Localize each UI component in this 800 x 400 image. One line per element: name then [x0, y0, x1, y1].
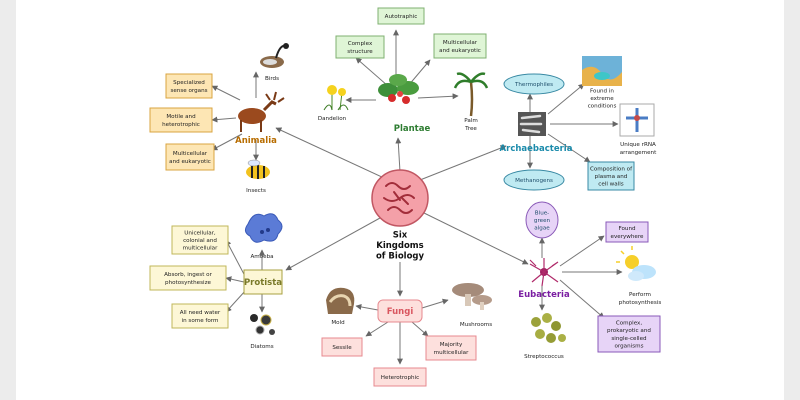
fungi-heterotrophic-box	[373, 367, 427, 387]
eubacteria-complex-box	[597, 315, 661, 353]
eubacteria-icon	[529, 258, 559, 287]
fungi-heterotrophic-label: Heterotrophic	[381, 375, 419, 381]
moose-icon	[238, 91, 285, 132]
mushroom-icon	[452, 283, 492, 310]
plantae-title: Plantae	[394, 124, 431, 134]
archaea-thermophiles-oval	[503, 73, 565, 95]
strawberry-plant-icon	[378, 74, 419, 104]
eubacteria-found-everywhere-box	[605, 221, 649, 243]
protista-title-box	[243, 269, 283, 295]
animalia-insects-label: Insects	[246, 188, 266, 194]
fungi-title: Fungi	[387, 307, 414, 317]
fungi-sessile-label: Sessile	[332, 345, 352, 351]
amoeba-icon	[244, 213, 283, 243]
plantae-autotrophic-box	[377, 7, 425, 25]
animalia-title: Animalia	[235, 136, 277, 146]
fungi-mold-label: Mold	[331, 320, 345, 326]
protista-amoeba-label: Amoeba	[250, 254, 273, 260]
archaea-micrograph-icon	[518, 112, 546, 136]
plantae-dandelion-label: Dandelion	[318, 116, 347, 122]
eubacteria-title: Eubacteria	[518, 290, 570, 300]
bee-icon	[246, 159, 270, 179]
protista-diatoms-label: Diatoms	[250, 344, 273, 350]
fungi-title-box	[377, 299, 423, 323]
animalia-birds-label: Birds	[265, 76, 279, 82]
archaea-thermophiles-label: Thermophiles	[514, 82, 553, 88]
archaea-methanogens-label: Methanogens	[515, 178, 553, 184]
archaea-composition-box	[587, 161, 635, 191]
fungi-majority-multicellular-box	[425, 335, 477, 361]
animalia-motile-box	[149, 107, 213, 133]
eubacteria-blue-green-algae-oval	[525, 201, 559, 239]
fungi-mushrooms-label: Mushrooms	[460, 322, 492, 328]
mold-bread-icon	[326, 287, 355, 314]
protista-water-box	[171, 303, 229, 329]
archaea-title: Archaebacteria	[500, 144, 573, 154]
rrna-icon	[619, 103, 655, 137]
plantae-complex-structure-box	[335, 35, 385, 59]
plantae-autotrophic-label: Autotraphic	[385, 14, 418, 20]
plantae-multicellular-box	[433, 33, 487, 59]
sun-cloud-icon	[616, 246, 656, 281]
streptococcus-icon	[531, 313, 566, 343]
eubacteria-streptococcus-label: Streptococcus	[524, 354, 564, 360]
palm-tree-icon	[453, 72, 489, 117]
protista-absorb-box	[149, 265, 227, 291]
connector-lines	[211, 29, 623, 365]
fungi-sessile-box	[321, 337, 363, 357]
protista-title: Protista	[244, 278, 282, 288]
bacteria-cell-icon	[371, 169, 429, 227]
animalia-multicellular-box	[165, 143, 215, 171]
hot-spring-icon	[582, 56, 622, 86]
protista-unicellular-box	[171, 225, 229, 255]
animalia-sense-organs-box	[165, 73, 213, 99]
dandelion-icon	[323, 85, 349, 111]
diatom-icon	[250, 314, 275, 335]
bird-icon	[260, 43, 289, 68]
archaea-methanogens-oval	[503, 169, 565, 191]
